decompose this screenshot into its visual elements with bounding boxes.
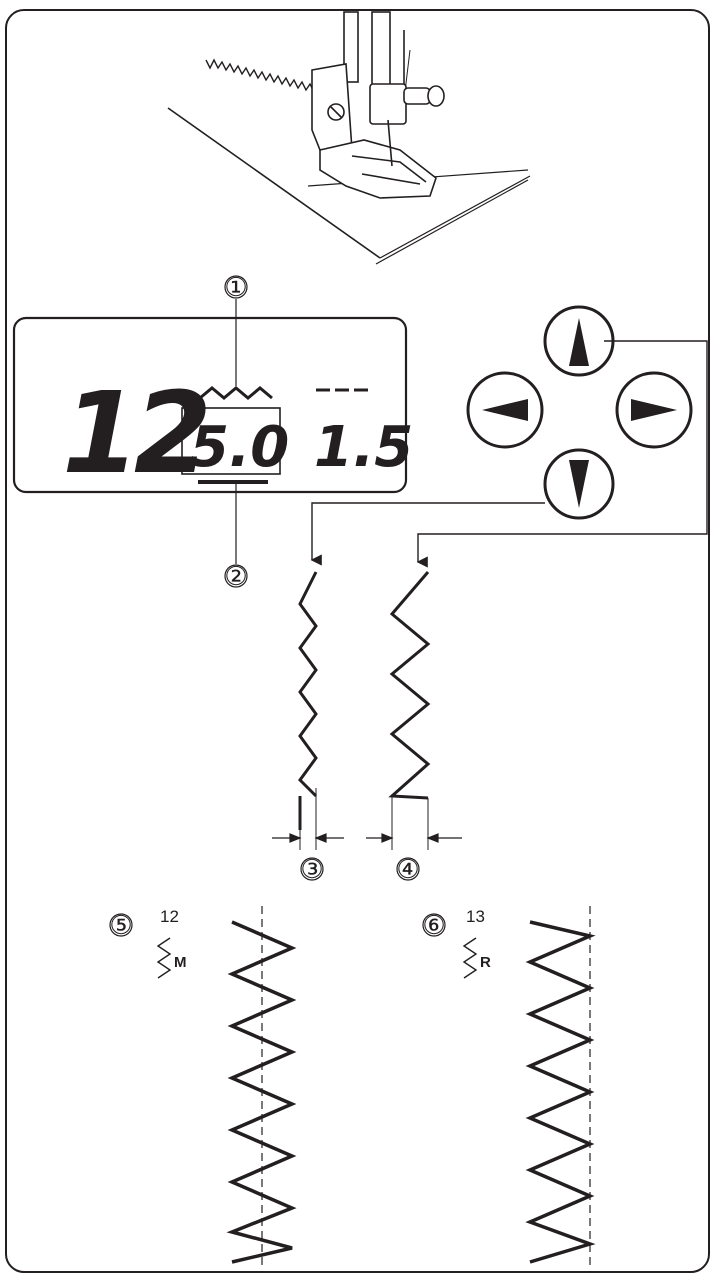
pattern-number-readout: 12 [62, 369, 206, 499]
up-connector [416, 340, 708, 568]
callout-2-label: ② [224, 561, 247, 591]
left-arrow-button[interactable] [466, 371, 544, 449]
stitch-length-readout: 1.5 [314, 415, 413, 480]
triangle-left-icon [482, 399, 528, 421]
pattern-13-letter: R [480, 954, 491, 971]
callout-width-underline: ② [224, 484, 248, 591]
presser-foot-illustration [167, 11, 531, 265]
callout-right-position: ⑥ [422, 910, 445, 940]
callout-middle-position: ⑤ [109, 910, 132, 940]
triangle-down-icon [569, 460, 589, 508]
down-arrow-button[interactable] [543, 448, 615, 520]
wide-width-dimension [366, 833, 462, 843]
right-arrow-button[interactable] [615, 371, 693, 449]
callout-width-indicator: ① [224, 272, 248, 386]
button-connector-lines [310, 340, 708, 568]
narrow-zigzag-sample [298, 571, 318, 798]
callout-wide-width: ④ [396, 854, 419, 884]
stitch-width-readout: 5.0 [190, 415, 289, 480]
arrow-key-pad [466, 305, 693, 520]
pattern-13-number: 13 [466, 907, 485, 926]
lcd-display: 12 5.0 1.5 [12, 316, 413, 499]
callout-1-label: ① [224, 272, 247, 302]
right-position-zigzag [525, 920, 596, 1264]
callout-6-label: ⑥ [422, 910, 445, 940]
up-arrow-button[interactable] [543, 305, 615, 377]
wide-zigzag-sample [388, 571, 431, 800]
page-frame [5, 9, 710, 1273]
triangle-up-icon [569, 318, 589, 366]
width-value-frame [181, 407, 281, 475]
callout-3-label: ③ [300, 854, 323, 884]
narrow-width-dimension [272, 833, 344, 843]
callout-narrow-width: ③ [300, 854, 323, 884]
middle-position-zigzag [226, 920, 297, 1264]
pattern-12-letter: M [174, 954, 187, 971]
callout-5-label: ⑤ [109, 910, 132, 940]
sewn-zigzag-stitch [205, 58, 331, 97]
pattern-13-icon [462, 937, 478, 979]
stitch-width-icon [199, 386, 273, 400]
triangle-right-icon [631, 399, 677, 421]
callout-4-label: ④ [396, 854, 419, 884]
down-connector [310, 502, 545, 566]
pattern-12-number: 12 [160, 907, 179, 926]
pattern-12-icon [156, 937, 172, 979]
